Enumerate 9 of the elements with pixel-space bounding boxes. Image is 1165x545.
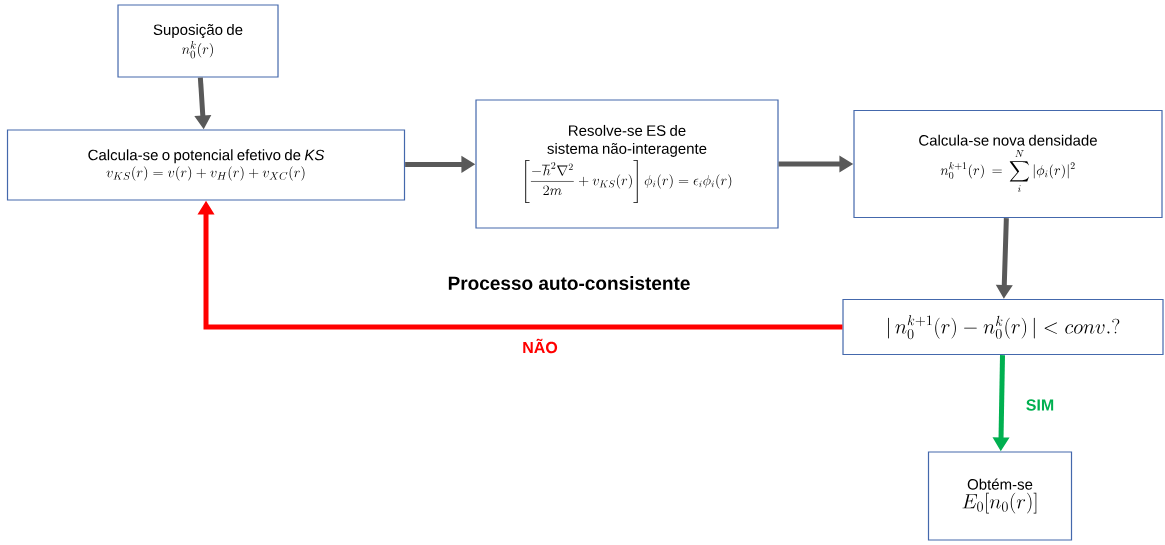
process-box: Calcula-se o potencial efetivo de KS $v_{KS}(r) = v(r) + v_H(r) + v_{XC}(r)$: [6, 129, 406, 201]
process-box: $|\, n_0^{k+1}(r) - n_0^k(r)\, | < conv.?$: [842, 298, 1164, 356]
edge-label: SIM: [1024, 398, 1056, 412]
edge-label: NÃO: [521, 337, 559, 355]
section-heading: Processo auto-consistente: [448, 276, 690, 290]
process-box: Resolve-se ES de sistema não-interagente $\left[\frac{-\hbar^2\nabla^2}{2m} + v_{KS}(r)\right]\phi_i(r) = \epsilon_i\phi_i(r)$: [475, 99, 779, 229]
process-box: Calcula-se nova densidade $n_0^{k+1}(r) \,=\, \sum_i^N |\phi_i(r)|^2$: [853, 109, 1163, 219]
process-box: Suposição de $n_0^k(r)$: [117, 4, 279, 78]
process-box: Obtém-se $E_0[n_0(r)]$: [927, 451, 1073, 541]
